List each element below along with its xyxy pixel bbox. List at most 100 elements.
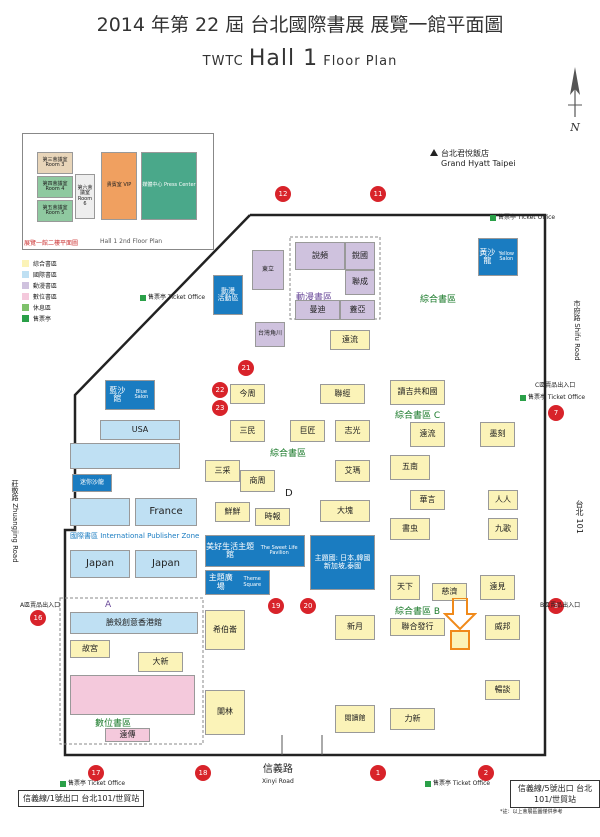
booth-xinyue[interactable]: 新月 <box>335 615 375 640</box>
entry-b: B區賣品出入口 <box>540 602 581 609</box>
legend-label: 動漫書區 <box>33 283 58 290</box>
gate-12[interactable]: 12 <box>275 186 291 202</box>
booth-manyu[interactable]: 曼迪 <box>295 300 340 320</box>
booth-digital-block[interactable] <box>70 675 195 715</box>
booth-yuanjian[interactable]: 遠見 <box>480 575 515 600</box>
ticket-office[interactable]: 售票亭 Ticket Office <box>140 292 205 301</box>
legend-item: 綜合書區 <box>22 258 57 269</box>
booth-lizhou[interactable]: 力新 <box>390 708 435 730</box>
gate-20[interactable]: 20 <box>300 598 316 614</box>
legend-swatch <box>22 282 29 289</box>
booth-zhengbang[interactable]: 威邦 <box>485 615 520 640</box>
gate-22[interactable]: 22 <box>212 382 228 398</box>
street-shifu: 市府路 Shifu Road <box>573 300 581 361</box>
booth-yuanliu[interactable]: 遠流 <box>410 422 445 447</box>
booth-ruili[interactable]: 蓋亞 <box>340 300 375 320</box>
gate-19[interactable]: 19 <box>268 598 284 614</box>
theme-country[interactable]: 主題國: 日本,韓國 新加坡,泰國 <box>310 535 375 590</box>
booth-xibozhai[interactable]: 希伯崙 <box>205 610 245 650</box>
gate-16[interactable]: 16 <box>30 610 46 626</box>
gate-1[interactable]: 1 <box>370 765 386 781</box>
booth-jiudun[interactable]: 九歌 <box>488 518 518 540</box>
booth-changshi[interactable]: 暢談 <box>485 680 520 700</box>
gate-3[interactable]: 3 <box>548 598 564 614</box>
zone-general-d-label: 綜合書區 <box>270 449 307 459</box>
booth-jieyuan[interactable]: 三民 <box>230 420 265 442</box>
booth-france[interactable]: France <box>135 498 197 526</box>
legend-item: 動漫書區 <box>22 280 57 291</box>
gate-2[interactable]: 2 <box>478 765 494 781</box>
booth-japan-1[interactable]: Japan <box>70 550 130 578</box>
ticket-office[interactable]: 售票亭 Ticket Office <box>60 778 125 787</box>
booth-usa[interactable]: USA <box>100 420 180 440</box>
booth-kadokawa[interactable]: 說頻 <box>295 242 345 270</box>
legend-label: 國際書區 <box>33 272 58 279</box>
legend-item: 休息區 <box>22 302 57 313</box>
booth-jinjin[interactable]: 今周 <box>230 384 265 404</box>
inset-caption-zh: 展覽一館二樓平面圖 <box>24 240 79 247</box>
booth-blue-alt[interactable]: 動漫活動區 <box>213 275 243 315</box>
booth-intl-row-2[interactable] <box>70 498 130 526</box>
footnote: *註：以上會展區圖僅供參考 <box>500 809 563 815</box>
legend-item: 國際書區 <box>22 269 57 280</box>
booth-xianxian[interactable]: 鮮鮮 <box>215 502 250 522</box>
inset-room: 媒體中心 Press Center <box>141 152 197 220</box>
booth-tianxia[interactable]: 天下 <box>390 575 420 600</box>
taipei-101-label: 台北 101 <box>575 500 584 534</box>
booth-wunan[interactable]: 五南 <box>390 455 430 480</box>
booth-lianhe[interactable]: 聯合發行 <box>390 618 445 636</box>
booth-shuchong[interactable]: 書虫 <box>390 518 430 540</box>
legend-swatch <box>22 315 29 322</box>
booth-lanlin[interactable]: 闌林 <box>205 690 245 735</box>
ticket-office[interactable]: 售票亭 Ticket Office <box>425 778 490 787</box>
booth-shiji[interactable]: 時報 <box>255 508 290 526</box>
mini-salon[interactable]: 迷你沙龍 <box>72 474 112 492</box>
legend-label: 綜合書區 <box>33 261 58 268</box>
inset-room: 貴賓室 VIP <box>101 152 137 220</box>
booth-shangdong[interactable]: 商周 <box>240 470 275 492</box>
booth-daxin[interactable]: 大新 <box>138 652 183 672</box>
booth-read[interactable]: 讀吉共和國 <box>390 380 445 405</box>
booth-tongli[interactable]: 東立 <box>252 250 284 290</box>
zone-a-marker: A <box>105 600 112 610</box>
gate-17[interactable]: 17 <box>88 765 104 781</box>
ticket-office[interactable]: 售票亭 Ticket Office <box>520 392 585 401</box>
booth-ruitong[interactable]: 銳國 <box>345 242 375 270</box>
highlighted-booth[interactable] <box>450 630 470 650</box>
gate-23[interactable]: 23 <box>212 400 228 416</box>
booth-kadokawa-2[interactable]: 台灣角川 <box>255 322 285 347</box>
page-title: 2014 年第 22 屆 台北國際書展 展覽一館平面圖 <box>96 14 504 36</box>
booth-design-hk[interactable]: 臉殼創意香港館 <box>70 612 198 634</box>
gate-21[interactable]: 21 <box>238 360 254 376</box>
booth-kuming[interactable]: 故宮 <box>70 640 110 658</box>
booth-yuanchuan[interactable]: 遠傳 <box>105 728 150 742</box>
gate-7[interactable]: 7 <box>548 405 564 421</box>
inset-room: 第三會議室 Room 3 <box>37 152 73 174</box>
entry-a: A區賣品出入口 <box>20 602 61 609</box>
booth-aiwen[interactable]: 艾瑪 <box>335 460 370 482</box>
gate-11[interactable]: 11 <box>370 186 386 202</box>
booth-japan-2[interactable]: Japan <box>135 550 197 578</box>
legend-swatch <box>22 260 29 267</box>
booth-renren[interactable]: 人人 <box>488 490 518 510</box>
gate-18[interactable]: 18 <box>195 765 211 781</box>
booth-zuiyi[interactable]: 慈濟 <box>432 583 467 601</box>
booth-zhiguang[interactable]: 志光 <box>335 420 370 442</box>
booth-yiwen[interactable]: 遠流 <box>330 330 370 350</box>
ticket-office[interactable]: 售票亭 Ticket Office <box>490 212 555 221</box>
booth-huifu[interactable]: 閱讀館 <box>335 705 375 733</box>
booth-huaren[interactable]: 華言 <box>410 490 445 510</box>
booth-intl-row[interactable] <box>70 443 180 469</box>
booth-dongfang[interactable]: 墨刻 <box>480 422 515 447</box>
entry-c: C區賣品出入口 <box>535 382 576 389</box>
booth-sancai[interactable]: 三采 <box>205 460 240 482</box>
booth-lianshi[interactable]: 聯成 <box>345 270 375 295</box>
booth-lianjing[interactable]: 聯經 <box>320 384 365 404</box>
booth-dabei[interactable]: 大塊 <box>320 500 370 522</box>
booth-juli[interactable]: 巨匠 <box>290 420 325 442</box>
